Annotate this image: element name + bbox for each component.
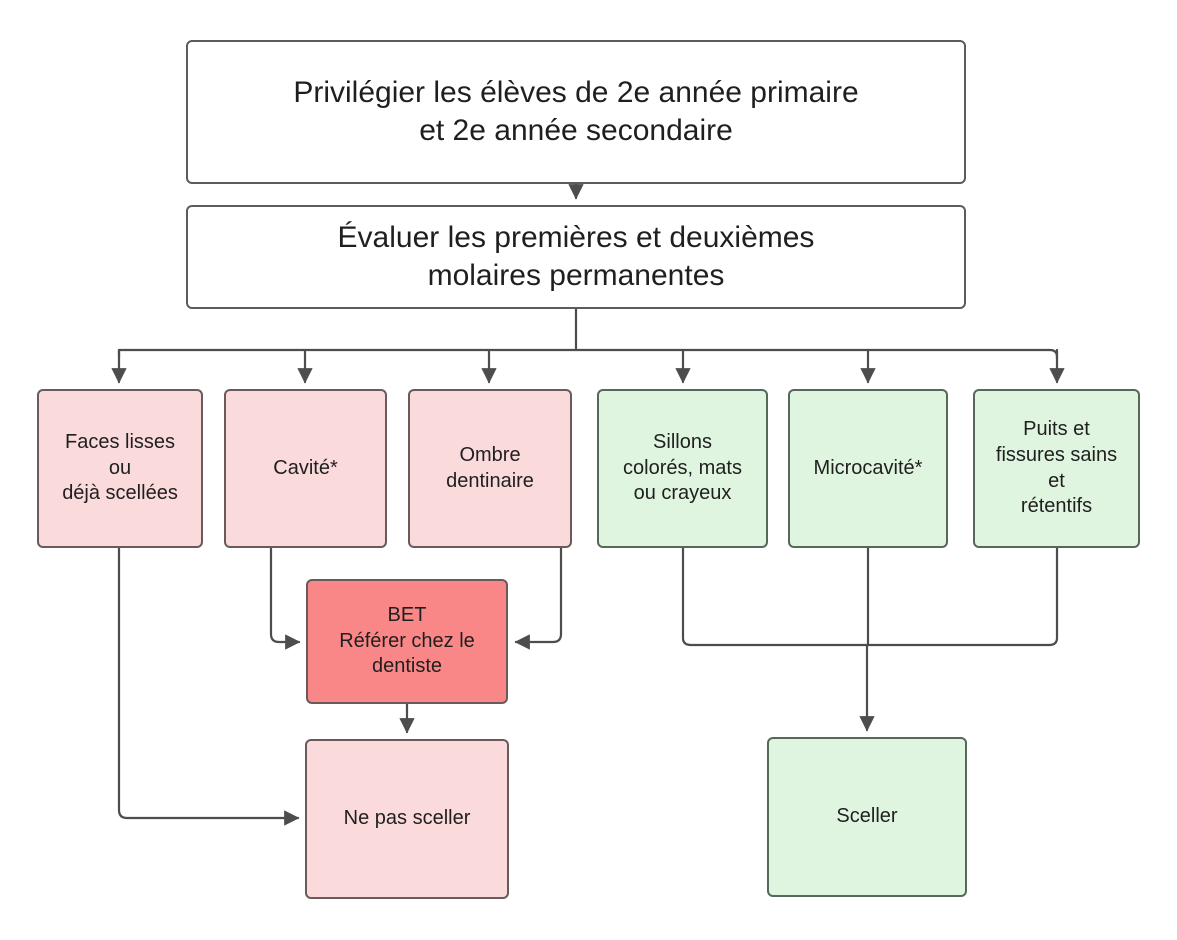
node-sillons-colores: Sillons colorés, mats ou crayeux <box>597 389 768 548</box>
node-faces-lisses: Faces lisses ou déjà scellées <box>37 389 203 548</box>
node-microcavite: Microcavité* <box>788 389 948 548</box>
node-evaluer-molaires: Évaluer les premières et deuxièmes molai… <box>186 205 966 309</box>
edge-faces-lisses-to-ne-pas-sceller <box>117 546 300 826</box>
node-cavite: Cavité* <box>224 389 387 548</box>
node-bet-referer-dentiste: BET Référer chez le dentiste <box>306 579 508 704</box>
edge-ombre-to-bet <box>514 546 563 650</box>
edge-puits-to-merge <box>865 546 1059 647</box>
node-privilegier-eleves: Privilégier les élèves de 2e année prima… <box>186 40 966 184</box>
node-sceller: Sceller <box>767 737 967 897</box>
node-ne-pas-sceller: Ne pas sceller <box>305 739 509 899</box>
node-puits-fissures: Puits et fissures sains et rétentifs <box>973 389 1140 548</box>
edge-sillons-to-merge <box>681 546 869 647</box>
edge-distribution-bus <box>117 348 1059 360</box>
node-ombre-dentinaire: Ombre dentinaire <box>408 389 572 548</box>
edge-cavite-to-bet <box>269 546 301 650</box>
